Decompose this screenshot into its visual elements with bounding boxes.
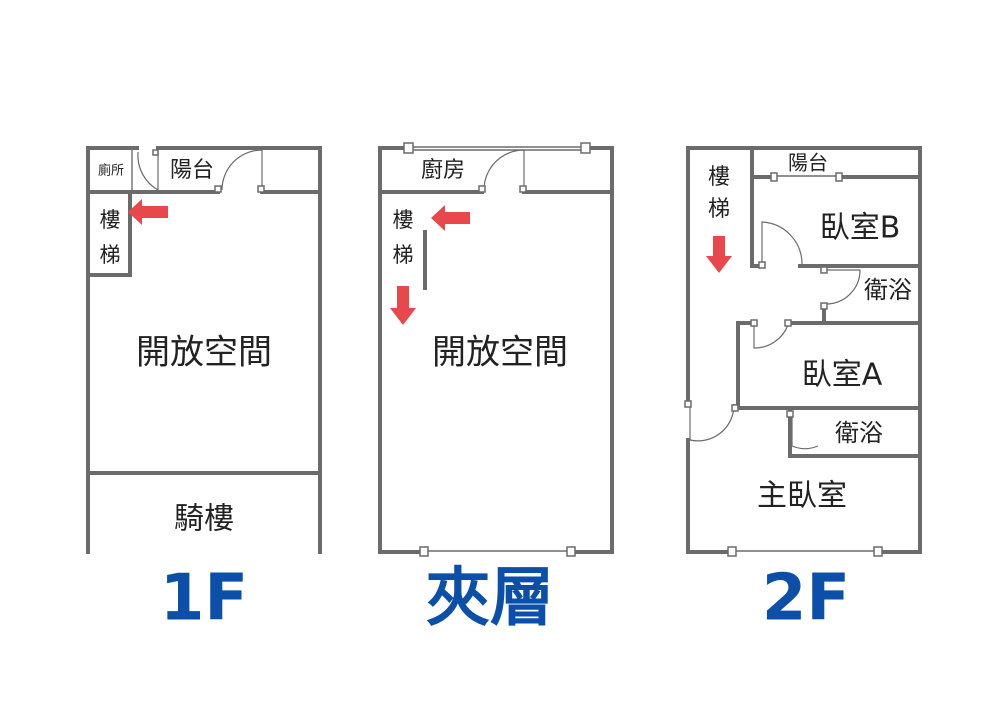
window-post xyxy=(873,546,883,557)
door-jamb xyxy=(758,261,766,269)
room-label-bath: 衛浴 xyxy=(864,276,912,304)
window-post xyxy=(403,142,414,154)
door-swing xyxy=(137,150,159,192)
window-post xyxy=(835,172,843,182)
floor-plan-2f: 樓 梯 陽台 臥室B 衛浴 臥室A 衛浴 主臥室 2F xyxy=(684,146,922,636)
room-label-kitchen: 廚房 xyxy=(421,158,465,183)
stair-direction-arrow xyxy=(431,205,470,231)
window-post xyxy=(727,546,737,557)
door-swing xyxy=(221,149,263,191)
room-label-bedroom-b: 臥室B xyxy=(820,211,901,246)
door-jamb xyxy=(478,185,486,193)
window-post xyxy=(419,546,429,557)
room-label-stair: 梯 xyxy=(100,243,121,267)
door-jamb xyxy=(257,185,265,193)
floor-label-2f: 2F xyxy=(762,562,850,636)
room-label-stair: 梯 xyxy=(393,243,414,267)
stair-direction-arrow xyxy=(390,286,416,325)
room-label-open-space: 開放空間 xyxy=(432,333,568,373)
window-post xyxy=(770,172,778,182)
door-swing xyxy=(483,149,525,191)
door-jamb xyxy=(684,400,692,408)
room-label-bedroom-a: 臥室A xyxy=(802,358,883,393)
stair-direction-arrow xyxy=(706,236,732,273)
room-label-balcony: 陽台 xyxy=(170,158,214,183)
door-jamb xyxy=(214,185,222,193)
floor-label-1f: 1F xyxy=(160,562,248,636)
window-post xyxy=(580,142,591,154)
door-jamb xyxy=(786,410,794,418)
door-jamb xyxy=(784,319,792,327)
room-label-stair: 樓 xyxy=(100,208,121,232)
door-jamb xyxy=(152,149,159,156)
door-jamb xyxy=(820,266,828,274)
door-swing xyxy=(825,269,861,305)
door-jamb xyxy=(731,404,739,412)
door-swing xyxy=(761,221,803,265)
window-post xyxy=(566,546,576,557)
room-label-stair: 樓 xyxy=(708,165,730,190)
door-jamb xyxy=(750,319,758,327)
door-swing xyxy=(753,324,789,349)
room-label-bath: 衛浴 xyxy=(835,419,883,447)
room-label-toilet: 廁所 xyxy=(98,163,124,179)
room-label-master-bedroom: 主臥室 xyxy=(757,479,847,514)
stair-direction-arrow xyxy=(128,199,168,225)
door-swing xyxy=(689,403,735,442)
floor-plan-1f: 廁所 陽台 樓 梯 開放空間 騎樓 1F xyxy=(86,146,322,636)
room-label-balcony: 陽台 xyxy=(788,151,828,175)
room-label-stair: 樓 xyxy=(393,208,414,232)
room-label-open-space: 開放空間 xyxy=(136,333,272,373)
room-label-stair: 梯 xyxy=(708,197,730,222)
floor-label-mezzanine: 夾層 xyxy=(426,562,554,636)
door-swing xyxy=(791,412,819,450)
room-label-arcade: 騎樓 xyxy=(174,502,234,537)
door-jamb xyxy=(820,302,828,310)
floor-plan-mezzanine: 廚房 樓 梯 開放空間 夾層 xyxy=(378,142,614,636)
door-jamb xyxy=(519,185,527,193)
